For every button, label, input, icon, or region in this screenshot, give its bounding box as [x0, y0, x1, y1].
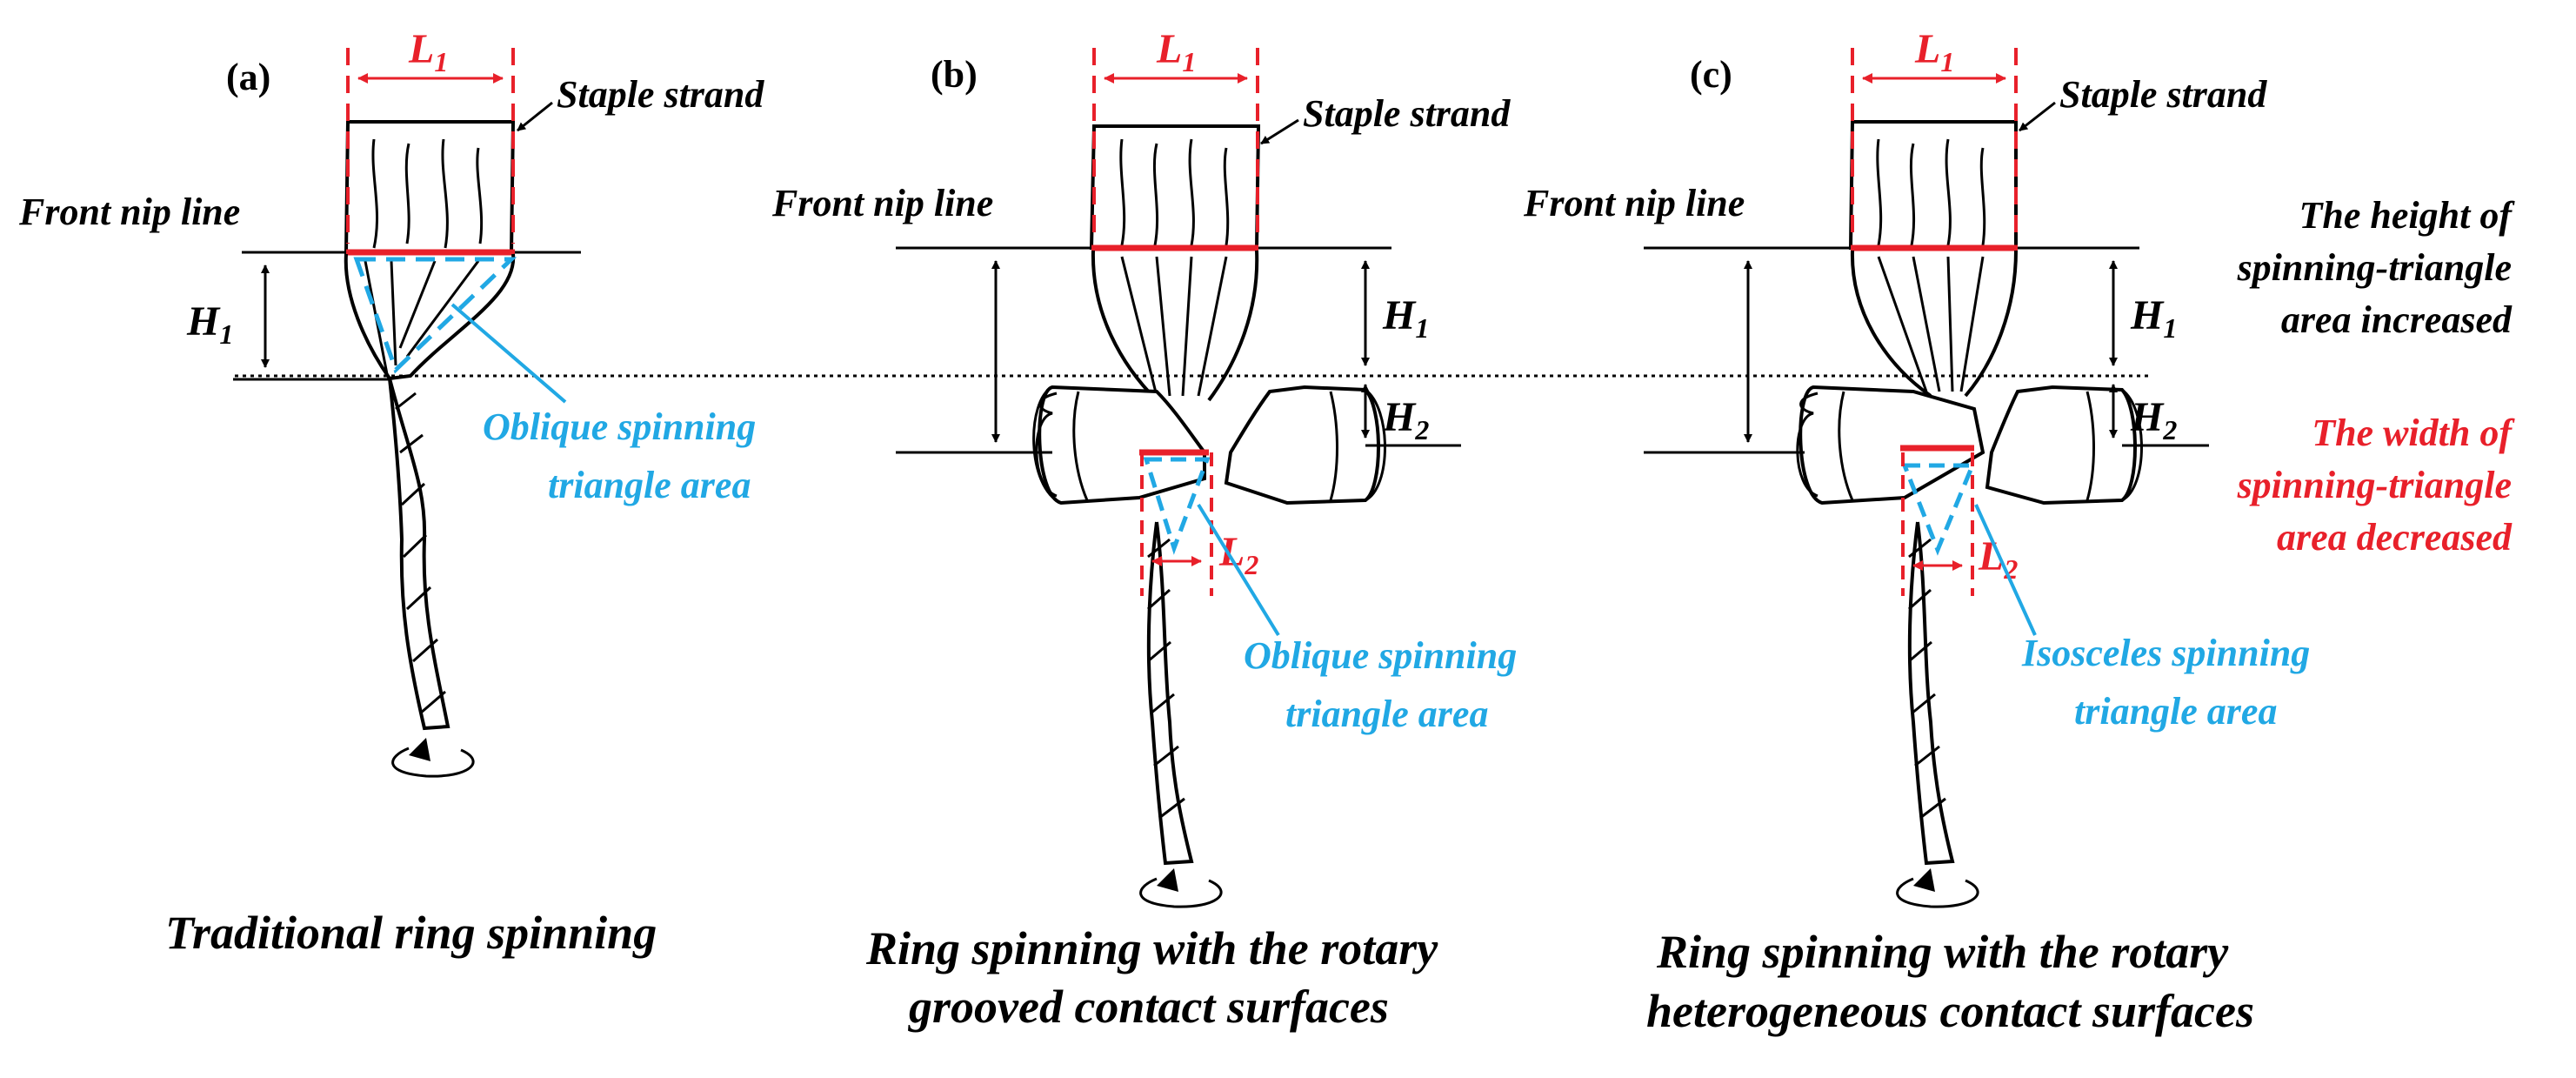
triangle-label-a-2: triangle area [548, 464, 751, 506]
triangle-label-b-2: triangle area [1285, 693, 1488, 735]
staple-strand-label-c: Staple strand [2059, 73, 2267, 116]
panel-b: L1 L2 H1 H2 (b) Staple strand Front nip … [771, 26, 1517, 1033]
rotation-ellipse-a [391, 747, 475, 778]
note-height-2: spinning-triangle [2237, 246, 2512, 289]
note-height-3: area increased [2281, 298, 2513, 341]
right-roller-c [1985, 385, 2137, 506]
caption-c-1: Ring spinning with the rotary [1656, 926, 2229, 978]
caption-c-2: heterogeneous contact surfaces [1646, 985, 2254, 1037]
H2-label-b: H2 [1382, 394, 1429, 445]
L1-label-c: L1 [1914, 26, 1954, 77]
H1-label-b: H1 [1382, 292, 1429, 344]
strand-a [344, 120, 516, 254]
note-width-1: The width of [2312, 412, 2515, 454]
caption-a: Traditional ring spinning [165, 907, 657, 959]
L2-label-c: L2 [1978, 533, 2018, 585]
oblique-triangle-a [353, 257, 517, 374]
note-width-3: area decreased [2277, 516, 2513, 559]
panel-label-a: (a) [226, 56, 270, 98]
strand-c [1848, 120, 2018, 250]
triangle-label-b-1: Oblique spinning [1244, 634, 1517, 677]
note-height-1: The height of [2299, 194, 2516, 237]
triangle-label-c-1: Isosceles spinning [2021, 632, 2310, 674]
L2-label-b: L2 [1218, 529, 1258, 580]
yarn-b [1146, 521, 1194, 866]
triangle-region-a [344, 253, 516, 381]
notes: The height of spinning-triangle area inc… [2237, 194, 2516, 559]
panel-label-b: (b) [931, 53, 978, 96]
staple-strand-label-b: Staple strand [1303, 92, 1511, 135]
L1-label-b: L1 [1156, 26, 1196, 77]
right-roller-b [1224, 385, 1380, 506]
triangle-label-a-1: Oblique spinning [483, 405, 756, 448]
H1-label-a: H1 [186, 298, 233, 350]
fibers-a [371, 138, 484, 249]
staple-strand-label-a: Staple strand [557, 73, 764, 116]
panel-c: L1 L2 H1 H2 (c) Staple strand Front nip … [1523, 26, 2310, 1037]
note-width-2: spinning-triangle [2237, 464, 2512, 506]
yarn-a [388, 378, 450, 731]
triangle-label-c-2: triangle area [2074, 690, 2277, 733]
front-nip-label-c: Front nip line [1523, 182, 1745, 224]
left-roller-b [1038, 385, 1206, 506]
strand-b [1089, 124, 1261, 250]
panel-label-c: (c) [1690, 53, 1732, 96]
yarn-c [1907, 521, 1955, 866]
H2-label-c: H2 [2130, 394, 2177, 445]
H1-label-c: H1 [2130, 292, 2177, 344]
caption-b-2: grooved contact surfaces [908, 981, 1389, 1033]
front-nip-label-b: Front nip line [771, 182, 993, 224]
panel-a: L1 H1 (a) Staple strand Front nip line O… [18, 26, 764, 959]
front-nip-label-a: Front nip line [18, 191, 240, 233]
caption-b-1: Ring spinning with the rotary [865, 922, 1438, 974]
L1-label-a: L1 [408, 26, 448, 77]
